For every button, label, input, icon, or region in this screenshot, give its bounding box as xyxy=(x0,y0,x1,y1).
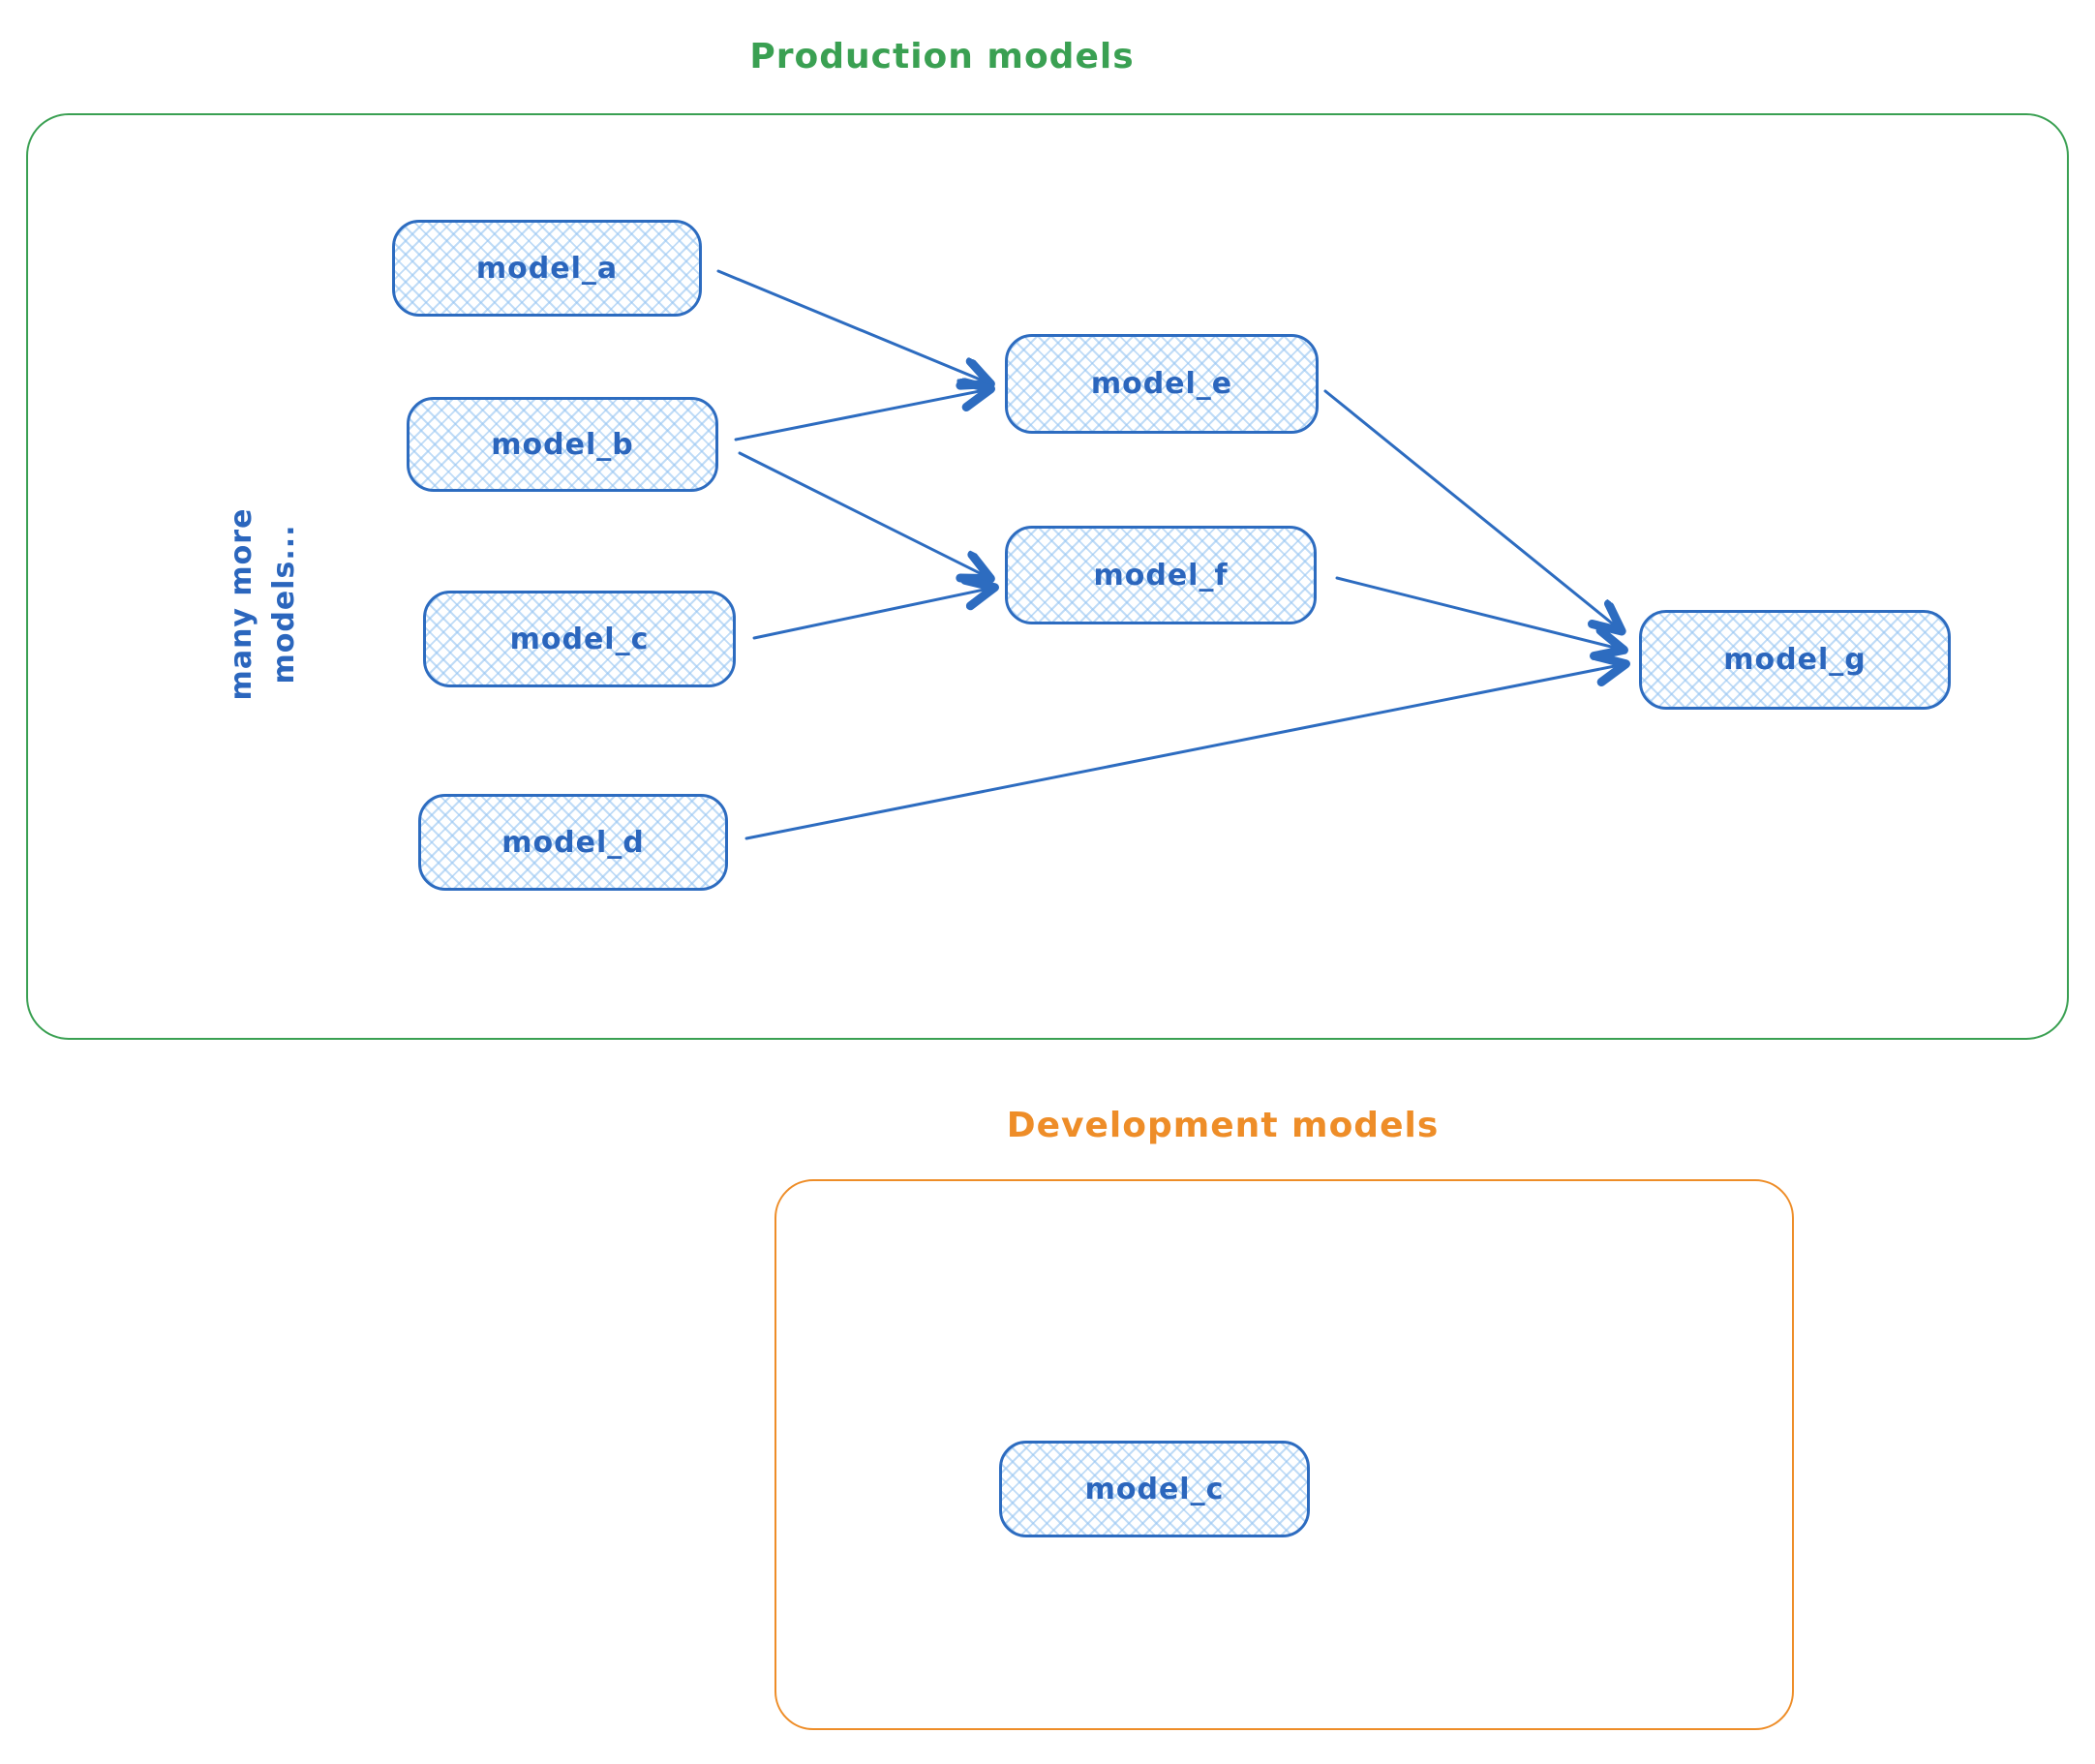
node-model-e-label: model_e xyxy=(1090,367,1233,401)
node-dev-model-c-label: model_c xyxy=(1084,1472,1225,1506)
many-more-models-label: many more models... xyxy=(225,507,301,701)
node-model-b: model_b xyxy=(407,397,718,492)
node-model-b-label: model_b xyxy=(491,427,634,462)
node-model-f: model_f xyxy=(1005,526,1317,624)
development-container xyxy=(774,1179,1794,1730)
node-model-g: model_g xyxy=(1639,610,1951,710)
node-model-c-label: model_c xyxy=(509,622,650,656)
node-model-e: model_e xyxy=(1005,334,1319,434)
production-container xyxy=(26,113,2069,1040)
node-dev-model-c: model_c xyxy=(999,1441,1310,1537)
development-section-title: Development models xyxy=(1006,1106,1440,1145)
node-model-g-label: model_g xyxy=(1723,643,1867,677)
node-model-d-label: model_d xyxy=(501,825,645,860)
node-model-d: model_d xyxy=(418,794,728,891)
node-model-c: model_c xyxy=(423,591,736,687)
node-model-a: model_a xyxy=(392,220,702,317)
production-section-title: Production models xyxy=(749,37,1135,76)
node-model-a-label: model_a xyxy=(475,251,619,286)
node-model-f-label: model_f xyxy=(1093,558,1229,593)
